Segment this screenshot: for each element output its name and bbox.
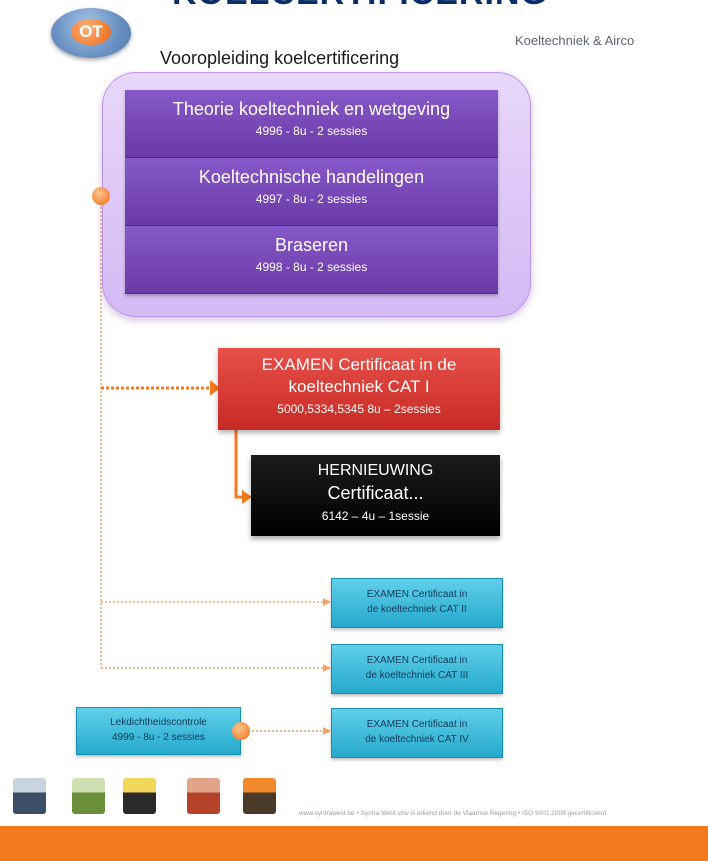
course-box-brazing: Braseren 4998 - 8u - 2 sessies — [125, 226, 498, 294]
renewal-box: HERNIEUWING Certificaat... 6142 – 4u – 1… — [251, 455, 500, 536]
connector-to-renewal — [234, 430, 243, 499]
leak-check-box: Lekdichtheidscontrole 4999 - 8u - 2 sess… — [76, 707, 241, 755]
staff-photo — [187, 778, 220, 814]
arrowhead-cat3 — [323, 664, 331, 672]
staff-photo — [123, 778, 156, 814]
exam-cat1-details: 5000,5334,5345 8u – 2sessies — [277, 402, 441, 416]
logo: OT — [51, 8, 131, 58]
connector-dot — [232, 722, 250, 740]
exam-cat3-line2: de koeltechniek CAT III — [365, 670, 469, 681]
renewal-line2: Certificaat... — [327, 483, 424, 503]
staff-photo — [243, 778, 276, 814]
exam-cat3-line1: EXAMEN Certificaat in — [366, 655, 468, 666]
connector-dot — [92, 187, 110, 205]
arrowhead-cat4 — [323, 727, 331, 735]
exam-cat1-line1: EXAMEN Certificaat in de — [261, 355, 457, 374]
course-title: Braseren — [274, 235, 349, 255]
exam-cat4-line1: EXAMEN Certificaat in — [366, 719, 468, 730]
renewal-details: 6142 – 4u – 1sessie — [321, 509, 430, 523]
arrowhead-renewal — [242, 490, 252, 504]
exam-cat3-box: EXAMEN Certificaat in de koeltechniek CA… — [331, 644, 503, 694]
renewal-line1: HERNIEUWING — [317, 462, 434, 479]
section-subtitle: Vooropleiding koelcertificering — [160, 48, 400, 68]
logo-badge: OT — [71, 19, 111, 45]
exam-cat1-box: EXAMEN Certificaat in de koeltechniek CA… — [218, 348, 500, 430]
staff-photo — [72, 778, 105, 814]
leak-check-details: 4999 - 8u - 2 sessies — [112, 732, 205, 743]
exam-cat2-box: EXAMEN Certificaat in de koeltechniek CA… — [331, 578, 503, 628]
exam-cat4-box: EXAMEN Certificaat in de koeltechniek CA… — [331, 708, 503, 758]
staff-photo — [13, 778, 46, 814]
page-title: KOELCERTIFICERING — [172, 0, 547, 13]
course-details: 4996 - 8u - 2 sessies — [255, 124, 368, 138]
exam-cat1-line2: koeltechniek CAT I — [288, 377, 430, 396]
brand-label: Koeltechniek & Airco — [515, 33, 635, 48]
course-details: 4997 - 8u - 2 sessies — [255, 192, 368, 206]
course-details: 4998 - 8u - 2 sessies — [255, 260, 368, 274]
arrowhead-cat1 — [210, 380, 220, 396]
exam-cat4-line2: de koeltechniek CAT IV — [365, 734, 469, 745]
footer-text: www.syntrawest.be • Syntra West vzw is e… — [299, 810, 607, 817]
exam-cat2-line2: de koeltechniek CAT II — [367, 604, 467, 615]
course-title: Koeltechnische handelingen — [198, 167, 425, 187]
exam-cat2-line1: EXAMEN Certificaat in — [366, 589, 468, 600]
leak-check-line1: Lekdichtheidscontrole — [110, 717, 207, 728]
course-title: Theorie koeltechniek en wetgeving — [172, 99, 451, 119]
course-box-handling: Koeltechnische handelingen 4997 - 8u - 2… — [125, 158, 498, 226]
course-box-theory: Theorie koeltechniek en wetgeving 4996 -… — [125, 90, 498, 158]
arrowhead-cat2 — [323, 598, 331, 606]
footer-bar — [0, 826, 708, 861]
